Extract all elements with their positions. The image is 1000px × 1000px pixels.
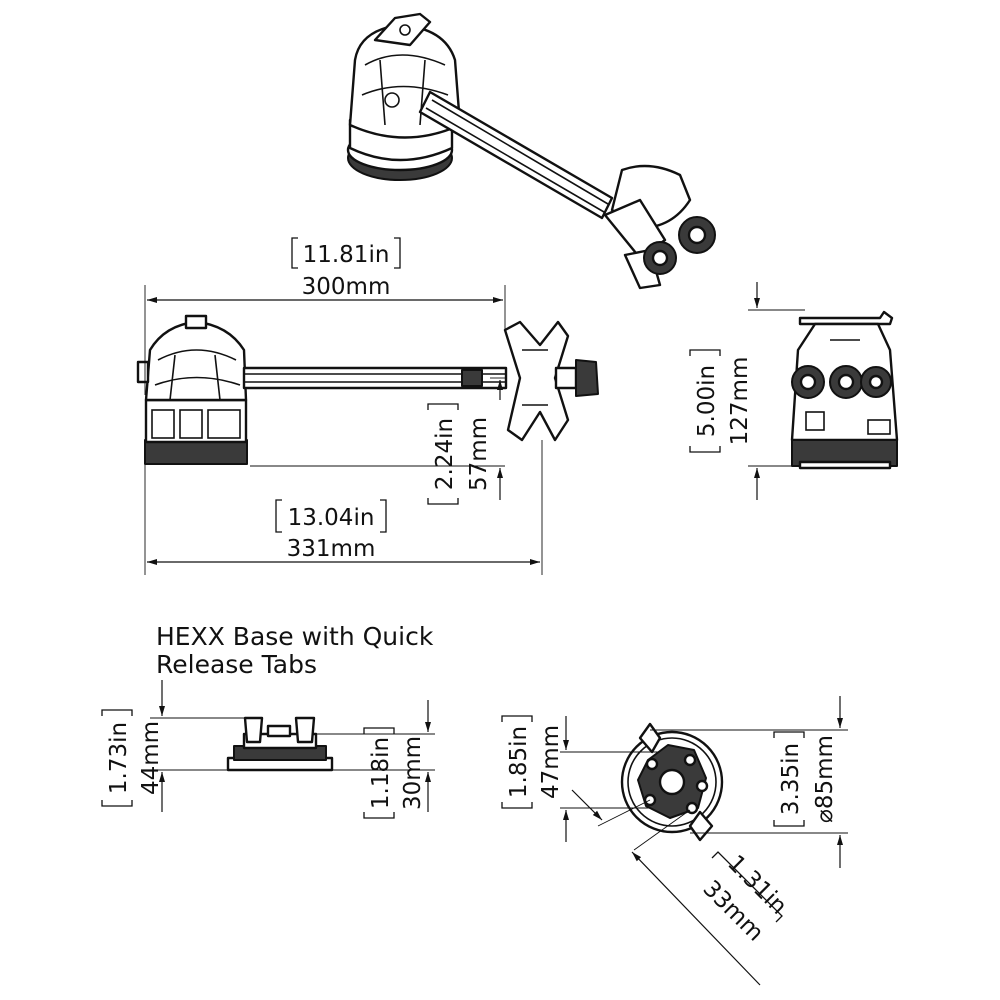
overall-length-metric: 331mm: [287, 536, 376, 562]
bar-height-imperial: 2.24in: [432, 418, 458, 490]
bolt-offset-metric: 47mm: [538, 725, 564, 799]
base-diameter-metric: ⌀85mm: [812, 735, 838, 823]
base-height-imperial: 1.73in: [106, 722, 132, 794]
arm-length-metric: 300mm: [302, 274, 391, 300]
base-height-metric: 44mm: [138, 721, 164, 795]
tab-height-imperial: 1.18in: [368, 737, 394, 809]
bolt-offset-imperial: 1.85in: [506, 726, 532, 798]
tab-height-metric: 30mm: [400, 736, 426, 810]
base-title-line2: Release Tabs: [156, 650, 317, 679]
base-title-line1: HEXX Base with Quick: [156, 622, 434, 651]
arm-length-imperial: 11.81in: [303, 242, 390, 268]
side-view: [136, 314, 599, 465]
base-diameter-imperial: 3.35in: [778, 743, 804, 815]
overall-length-imperial: 13.04in: [288, 505, 375, 531]
total-height-imperial: 5.00in: [694, 365, 720, 437]
isometric-view: [346, 12, 716, 290]
bar-height-metric: 57mm: [466, 417, 492, 491]
front-view: [790, 310, 899, 470]
hexx-base-side-view: [226, 716, 334, 772]
total-height-metric: 127mm: [727, 357, 753, 446]
hexx-base-top-view: [620, 722, 724, 842]
